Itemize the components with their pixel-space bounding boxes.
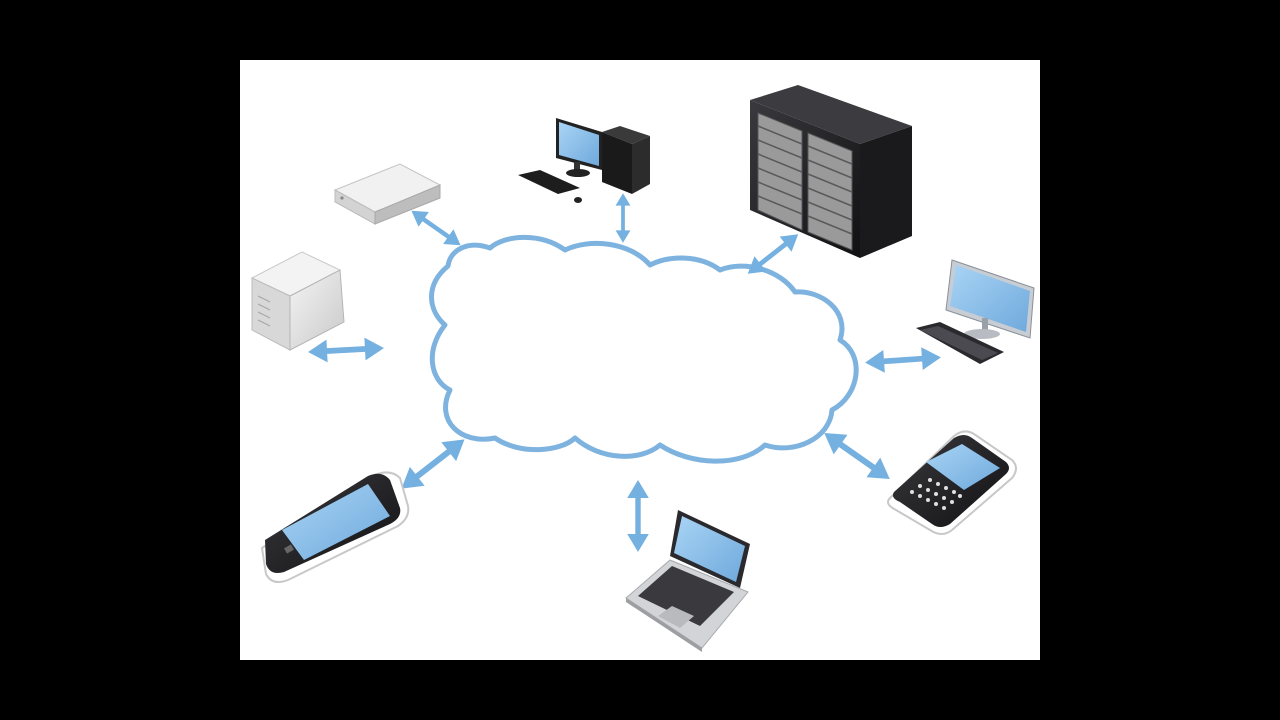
connection-arrow-keyboard-phone (817, 423, 896, 489)
connection-arrow-touch-phone (394, 430, 472, 498)
connection-arrow-laptop (627, 480, 649, 552)
cloud-network-diagram (250, 85, 1035, 652)
cloud-shape (429, 234, 859, 464)
network-appliance-icon (333, 163, 442, 225)
connection-arrow-tower-server (307, 337, 384, 364)
monitor-keyboard-icon (916, 259, 1035, 364)
server-rack-icon (750, 85, 912, 258)
laptop-icon (625, 510, 750, 652)
connection-arrow-router (406, 203, 465, 252)
connection-arrow-desktop (613, 191, 633, 245)
tower-server-icon (250, 251, 345, 351)
touchscreen-phone-icon (260, 471, 410, 583)
connection-arrow-monitor (864, 346, 941, 374)
keyboard-smartphone-icon (887, 430, 1017, 535)
desktop-computer-icon (518, 118, 650, 203)
diagram-canvas (240, 60, 1040, 660)
